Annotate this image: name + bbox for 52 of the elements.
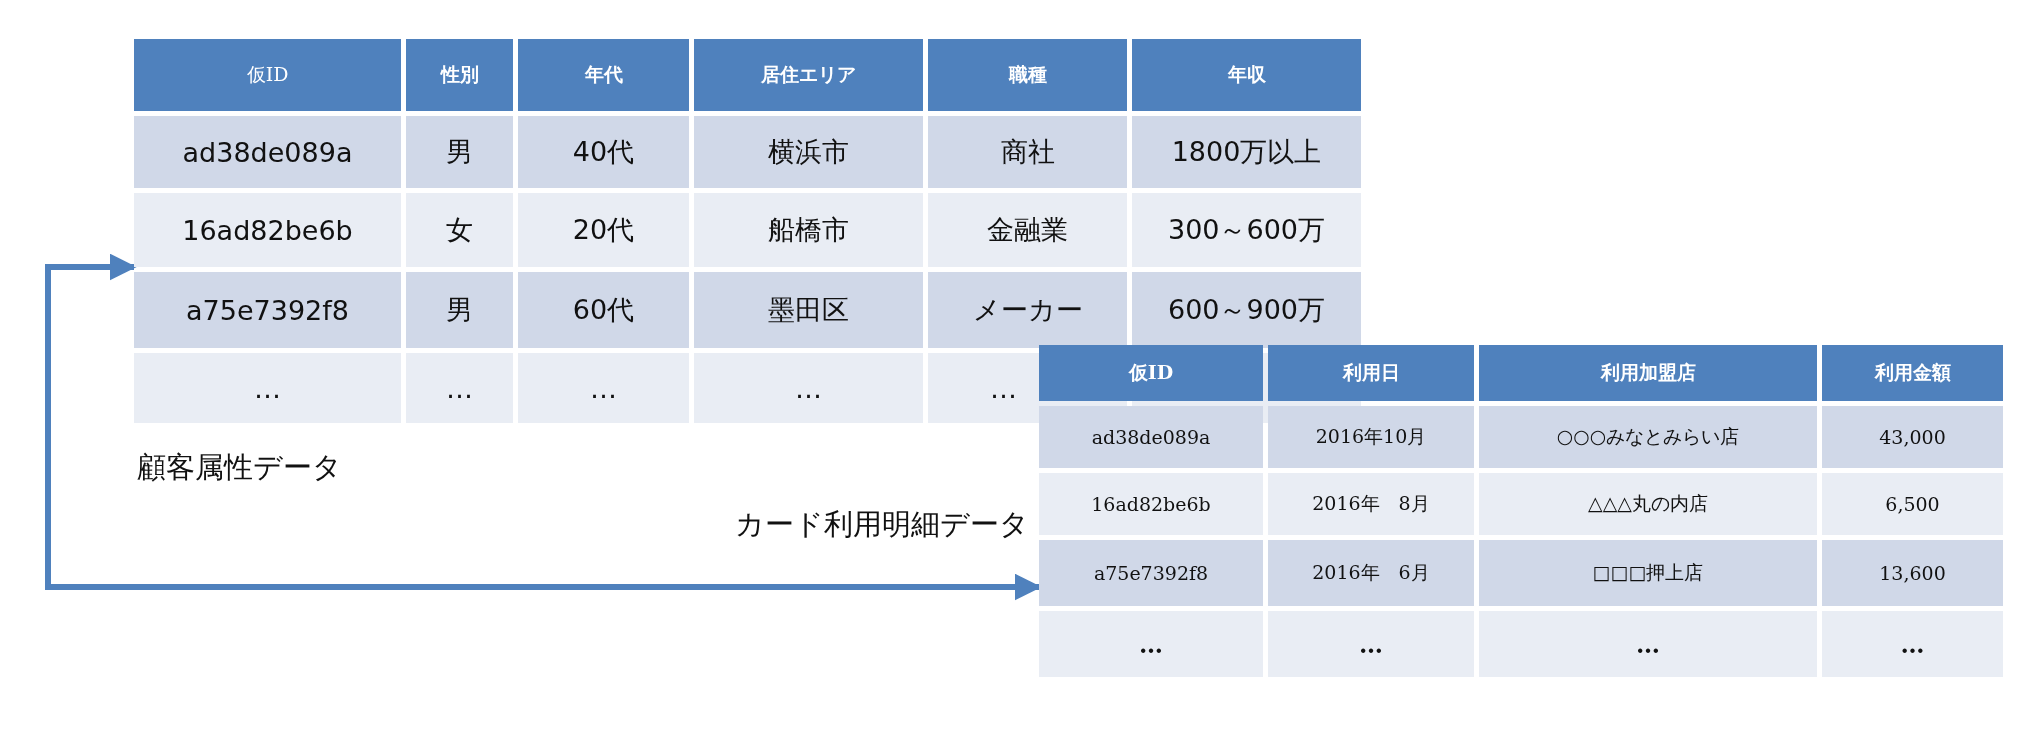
table-cell: 20代 — [518, 193, 689, 267]
table-cell: 2016年 8月 — [1268, 473, 1474, 535]
table-cell: 商社 — [928, 116, 1127, 188]
table-cell: メーカー — [928, 272, 1127, 348]
table-cell: 6,500 — [1822, 473, 2003, 535]
table-cell: … — [1039, 611, 1263, 677]
table-cell: △△△丸の内店 — [1479, 473, 1817, 535]
table-caption: カード利用明細データ — [735, 506, 1029, 543]
column-header: 利用日 — [1268, 345, 1474, 401]
column-header: 性別 — [406, 39, 513, 111]
table-cell: 横浜市 — [694, 116, 923, 188]
column-header: 仮ID — [1039, 345, 1263, 401]
table-cell: 16ad82be6b — [1039, 473, 1263, 535]
table-cell: … — [518, 353, 689, 423]
table-cell: 金融業 — [928, 193, 1127, 267]
table-cell: 43,000 — [1822, 406, 2003, 468]
table-cell: … — [134, 353, 401, 423]
table-cell: a75e7392f8 — [1039, 540, 1263, 606]
table-cell: … — [1268, 611, 1474, 677]
table-caption: 顧客属性データ — [137, 449, 342, 486]
column-header: 年収 — [1132, 39, 1361, 111]
table-cell: 40代 — [518, 116, 689, 188]
table-cell: 男 — [406, 272, 513, 348]
table-cell: 女 — [406, 193, 513, 267]
table-cell: ad38de089a — [1039, 406, 1263, 468]
table-cell: 墨田区 — [694, 272, 923, 348]
table-cell: 船橋市 — [694, 193, 923, 267]
column-header: 利用金額 — [1822, 345, 2003, 401]
table-cell: 16ad82be6b — [134, 193, 401, 267]
column-header: 居住エリア — [694, 39, 923, 111]
table-cell: … — [694, 353, 923, 423]
table-cell: ad38de089a — [134, 116, 401, 188]
data-table — [1039, 345, 2003, 677]
column-header: 仮ID — [134, 39, 401, 111]
table-cell: 60代 — [518, 272, 689, 348]
table-cell: 600～900万 — [1132, 272, 1361, 348]
table-cell: … — [1822, 611, 2003, 677]
table-cell: … — [1479, 611, 1817, 677]
table-cell: 2016年10月 — [1268, 406, 1474, 468]
table-cell: 男 — [406, 116, 513, 188]
column-header: 利用加盟店 — [1479, 345, 1817, 401]
table-cell: ○○○みなとみらい店 — [1479, 406, 1817, 468]
table-cell: 1800万以上 — [1132, 116, 1361, 188]
table-cell: 300～600万 — [1132, 193, 1361, 267]
table-cell: □□□押上店 — [1479, 540, 1817, 606]
column-header: 職種 — [928, 39, 1127, 111]
table-cell: 2016年 6月 — [1268, 540, 1474, 606]
column-header: 年代 — [518, 39, 689, 111]
table-cell: a75e7392f8 — [134, 272, 401, 348]
table-cell: … — [406, 353, 513, 423]
data-table — [134, 39, 1361, 423]
table-cell: 13,600 — [1822, 540, 2003, 606]
